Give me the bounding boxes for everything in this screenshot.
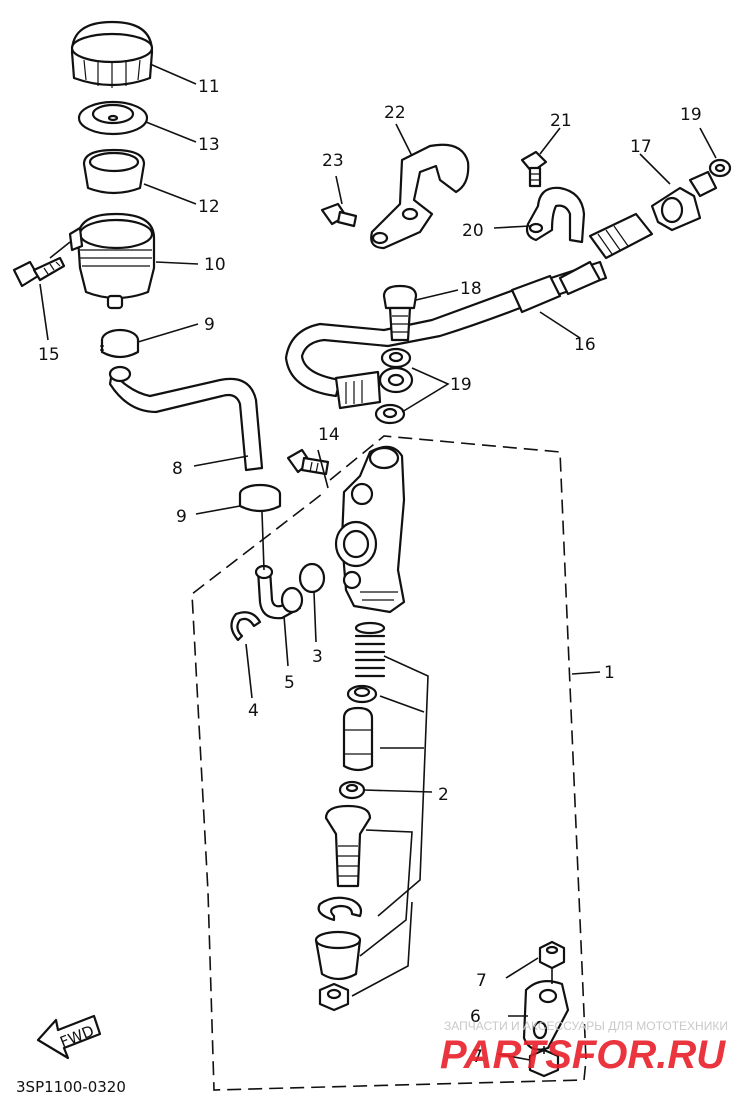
callout-8: 8 (172, 459, 183, 479)
watermark-brand-main: PARTS (440, 1033, 572, 1077)
callout-13: 13 (198, 135, 220, 155)
bolt-15 (12, 256, 66, 288)
circlip-rod (317, 896, 363, 922)
callout-16: 16 (574, 335, 596, 355)
watermark-tagline: ЗАПЧАСТИ И АКСЕССУАРЫ ДЛЯ МОТОТЕХНИКИ (444, 1019, 728, 1033)
fwd-label: FWD (57, 1022, 96, 1052)
callout-10: 10 (204, 255, 226, 275)
callout-19-mid: 19 (450, 375, 472, 395)
callout-12: 12 (198, 197, 220, 217)
reservoir-cap (70, 20, 154, 88)
assembly-outline (191, 435, 587, 1091)
callout-2: 2 (438, 785, 449, 805)
bolt-23 (320, 202, 358, 228)
hose-clamp-upper (100, 328, 140, 359)
nut-7-upper (538, 940, 566, 970)
diagram-code: 3SP1100-0320 (16, 1078, 126, 1096)
callout-9-upper: 9 (204, 315, 215, 335)
nut-rod (318, 982, 350, 1012)
watermark: ЗАПЧАСТИ И АКСЕССУАРЫ ДЛЯ МОТОТЕХНИКИ PA… (440, 1019, 728, 1077)
callout-1: 1 (604, 663, 615, 683)
o-ring-3 (298, 562, 326, 594)
callout-20: 20 (462, 221, 484, 241)
callout-14: 14 (318, 425, 340, 445)
washer-19-upper (380, 347, 412, 369)
diaphragm-plate (77, 100, 149, 136)
union-17 (650, 170, 718, 232)
clevis-6 (522, 979, 570, 1051)
callout-22: 22 (384, 103, 406, 123)
fwd-arrow-icon: FWD (36, 1014, 102, 1060)
hose-end-fitting (588, 212, 654, 260)
cup-seal (346, 684, 378, 704)
callout-21: 21 (550, 111, 572, 131)
circlip-4 (230, 611, 262, 642)
piston (342, 706, 374, 772)
washer-2 (338, 780, 366, 800)
boot (314, 930, 362, 981)
push-rod (324, 804, 372, 888)
bracket-22 (370, 143, 470, 250)
callout-7-upper: 7 (476, 971, 487, 991)
callout-11: 11 (198, 77, 220, 97)
callout-18: 18 (460, 279, 482, 299)
hose-guide-20 (525, 186, 586, 244)
hose-clamp-lower (238, 483, 282, 513)
leader-lines (39, 63, 717, 1061)
callout-6: 6 (470, 1007, 481, 1027)
hose-joint-5 (254, 564, 304, 620)
brake-hose-16 (284, 260, 608, 410)
callout-23: 23 (322, 151, 344, 171)
diaphragm (82, 148, 146, 195)
watermark-brand: PARTSFOR.RU (440, 1033, 726, 1077)
screw-21 (520, 150, 548, 188)
banjo-eye (378, 366, 414, 394)
reservoir-hose (108, 365, 264, 472)
callout-17: 17 (630, 137, 652, 157)
washer-19-lower (374, 403, 406, 425)
banjo-bolt-18 (382, 284, 418, 342)
reservoir-tank (68, 212, 156, 310)
callout-15: 15 (38, 345, 60, 365)
watermark-brand-suffix: FOR.RU (572, 1033, 726, 1077)
callout-9-lower: 9 (176, 507, 187, 527)
master-cylinder-body (334, 445, 406, 614)
callout-4: 4 (248, 701, 259, 721)
bolt-14 (286, 448, 330, 476)
callout-5: 5 (284, 673, 295, 693)
callout-3: 3 (312, 647, 323, 667)
washer-19-top (708, 158, 732, 178)
callout-19-top: 19 (680, 105, 702, 125)
spring (354, 621, 386, 678)
callout-7-lower: 7 (472, 1047, 483, 1067)
